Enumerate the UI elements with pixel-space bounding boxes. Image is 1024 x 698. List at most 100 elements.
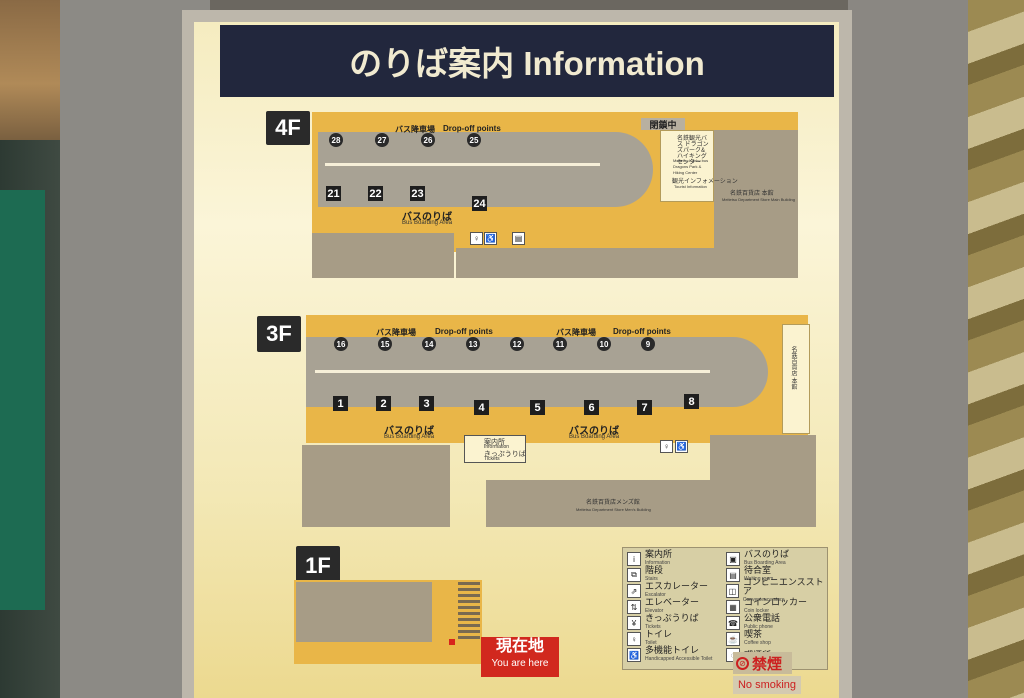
stop-2: 2 <box>376 396 391 411</box>
coin-locker-icon: ▦ <box>726 600 740 614</box>
stop-22: 22 <box>368 186 383 201</box>
boarding-en-3f: Bus Boarding Area <box>384 434 435 440</box>
block-3f-left <box>302 445 450 527</box>
current-location-dot <box>449 639 455 645</box>
dropoff-9: 9 <box>641 337 655 351</box>
stairs-1f <box>458 582 480 642</box>
boarding-en-4f: Bus Boarding Area <box>402 220 453 226</box>
legend-ja: きっぷうりば <box>645 613 699 623</box>
dropoff-ja-3f-b: バス降車場 <box>556 328 596 337</box>
block-4f-left <box>312 233 454 278</box>
accessible-toilet-icon: ♿ <box>627 648 641 662</box>
legend-ja: コインロッカー <box>744 597 808 607</box>
toilet-icon: ♀ <box>627 632 641 646</box>
dropoff-ja-3f: バス降車場 <box>376 328 416 337</box>
dropoff-26: 26 <box>421 133 435 147</box>
store-en-4f: Meitetsu Department Store Main Building <box>722 197 795 202</box>
store-main-3f <box>782 324 810 434</box>
block-3f-bottom <box>486 480 816 527</box>
block-1f <box>296 582 432 642</box>
center-box-4f <box>660 130 714 202</box>
legend-en: Coffee shop <box>744 640 771 646</box>
block-4f-bottom <box>456 248 798 278</box>
tourist-ja-4f: 観光インフォメーション <box>672 179 738 185</box>
legend-ja: エレベーター <box>645 597 700 607</box>
legend-ja: 多機能トイレ <box>645 645 700 655</box>
store-main-ja-3f: 名鉄百貨店 本館 <box>790 346 796 390</box>
ticket-icon: ¥ <box>627 616 641 630</box>
no-smoking-icon: ⊘ <box>736 656 749 670</box>
dropoff-13: 13 <box>466 337 480 351</box>
store-block-4f <box>714 130 798 250</box>
elevator-icon: ⇅ <box>627 600 641 614</box>
dropoff-25: 25 <box>467 133 481 147</box>
here-en: You are here <box>491 658 549 669</box>
stop-3: 3 <box>419 396 434 411</box>
toilet-icon-4f: ♀ <box>470 232 483 245</box>
legend-en: Waiting room <box>744 576 774 582</box>
legend-en: Toilet <box>645 640 657 646</box>
legend-ja: バスのりば <box>744 549 790 559</box>
legend-ja: 公衆電話 <box>744 613 781 623</box>
legend-ja: 待合室 <box>744 565 772 575</box>
center-ja-4f: 名鉄観光バス ドラゴンズパーク& ハイキングセンター <box>677 136 709 166</box>
stop-4: 4 <box>474 400 489 415</box>
floor-label-4f: 4F <box>266 111 310 145</box>
legend-en: Handicapped Accessible Toilet <box>645 656 713 662</box>
waiting-room-icon-4f: ▤ <box>512 232 525 245</box>
info-box-3f <box>464 435 526 463</box>
stop-6: 6 <box>584 400 599 415</box>
dropoff-ja-4f: バス降車場 <box>395 125 435 134</box>
convenience-store-icon: ◫ <box>726 584 739 598</box>
stop-21: 21 <box>326 186 341 201</box>
legend-box <box>622 547 828 670</box>
header-title: のりば案内 Information <box>349 45 705 82</box>
accessible-toilet-icon-4f: ♿ <box>484 232 497 245</box>
dropoff-en-3f: Drop-off points <box>435 327 493 336</box>
legend-ja: 案内所 <box>645 549 673 559</box>
legend-en: Information <box>645 560 671 566</box>
coffee-icon: ☕ <box>726 632 740 646</box>
dropoff-27: 27 <box>375 133 389 147</box>
info-en-3f: Information <box>484 444 510 450</box>
dropoff-en-4f: Drop-off points <box>443 124 501 133</box>
tourist-en-4f: Tourist Information <box>674 184 707 189</box>
bus-icon: ▣ <box>726 552 740 566</box>
legend-ja: コンビニエンスストア <box>742 576 824 596</box>
store-ja-4f: 名鉄百貨店 本館 <box>730 191 774 197</box>
no-smoking-sign: ⊘ 禁煙 <box>733 652 792 674</box>
road-line-3f <box>315 370 710 373</box>
you-are-here-badge: 現在地 You are here <box>481 637 559 677</box>
stop-24: 24 <box>472 196 487 211</box>
legend-en: Tickets <box>645 624 661 630</box>
tickets-en-3f: Tickets <box>484 456 500 462</box>
tickets-ja-3f: きっぷうりば <box>484 451 526 458</box>
stop-8: 8 <box>684 394 699 409</box>
legend-en: Stairs <box>645 576 658 582</box>
block-3f-right <box>710 435 816 480</box>
phone-icon: ☎ <box>726 616 740 630</box>
legend-en: Public phone <box>744 624 773 630</box>
info-icon: i <box>627 552 641 566</box>
boarding-ja-3f: バスのりば <box>384 426 434 437</box>
closed-label-4f: 閉鎖中 <box>641 118 685 130</box>
sign-header: のりば案内 Information <box>220 25 834 97</box>
dropoff-11: 11 <box>553 337 567 351</box>
dropoff-16: 16 <box>334 337 348 351</box>
dropoff-14: 14 <box>422 337 436 351</box>
floor-label-1f: 1F <box>296 546 340 586</box>
no-smoking-en: No smoking <box>733 676 801 694</box>
right-pillar <box>848 0 970 698</box>
store-mens-ja-3f: 名鉄百貨店メンズ館 <box>586 500 640 506</box>
legend-en: Bus Boarding Area <box>744 560 786 566</box>
floor-label-3f: 3F <box>257 316 301 352</box>
